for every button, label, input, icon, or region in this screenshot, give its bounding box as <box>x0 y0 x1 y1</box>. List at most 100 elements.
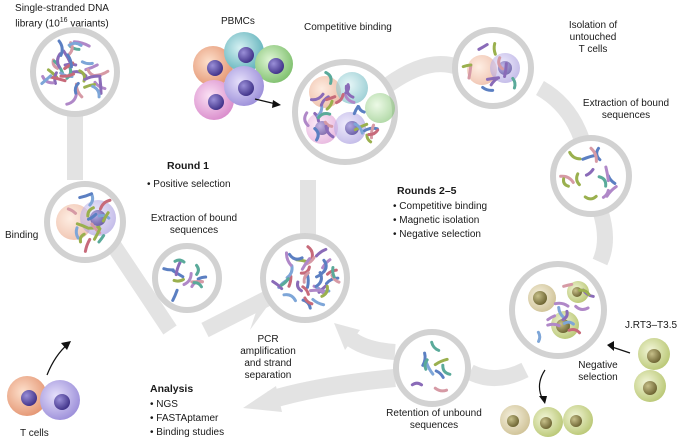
dna-strand <box>369 123 376 140</box>
rounds25-title: Rounds 2–5 <box>397 185 457 197</box>
dna-strand <box>306 245 314 261</box>
dna-strand <box>578 288 591 297</box>
dna-strand <box>430 340 441 352</box>
dna-strand <box>101 211 110 223</box>
retention-label: Retention of unbound sequences <box>386 408 482 431</box>
dna-strand <box>320 284 329 298</box>
isolation-bubble <box>452 27 534 109</box>
dna-strand <box>78 192 94 200</box>
dna-strand <box>343 92 356 104</box>
dna-strand <box>601 188 610 199</box>
dna-strand <box>353 122 364 135</box>
dna-strand <box>86 206 95 218</box>
dna-strand <box>287 252 304 261</box>
dna-strand <box>481 85 495 92</box>
dna-strand <box>433 357 449 367</box>
dna-strand <box>324 124 335 139</box>
rounds25-item: Magnetic isolation <box>393 214 487 228</box>
t-cells <box>7 376 80 420</box>
dna-strand <box>303 111 310 128</box>
dna-strand <box>86 212 98 221</box>
pcr-bubble <box>260 233 350 323</box>
competitive-binding-bubble <box>292 59 398 165</box>
dna-strand <box>423 358 429 371</box>
dna-strand <box>546 322 561 328</box>
dna-strand <box>285 264 294 280</box>
dna-strand <box>574 304 590 311</box>
dna-strand <box>83 237 92 253</box>
dna-strand <box>309 288 325 293</box>
dna-strand <box>309 92 325 102</box>
arrowheads <box>61 100 614 404</box>
dna-strand <box>97 234 106 244</box>
analysis-item: Binding studies <box>150 426 224 440</box>
dna-strand <box>196 275 208 281</box>
dna-strand <box>324 276 340 286</box>
dna-strand <box>331 266 336 279</box>
dna-strand <box>410 381 424 387</box>
dna-strand <box>589 146 598 163</box>
dna-strand <box>562 320 575 326</box>
dna-strand <box>40 74 53 86</box>
round1-item: Positive selection <box>147 178 230 192</box>
track-arrow-to-pcr <box>250 300 272 330</box>
binding-bubble <box>44 181 126 263</box>
dna-strand <box>287 275 293 288</box>
dna-strand <box>195 263 200 276</box>
extraction-right-label: Extraction of bound sequences <box>582 98 670 121</box>
dna-strand <box>546 314 557 322</box>
dna-strand <box>314 247 328 258</box>
dna-strand <box>57 39 64 57</box>
dna-strand <box>503 62 508 79</box>
dna-strand <box>567 327 582 335</box>
dna-strand <box>83 82 97 89</box>
dna-strand <box>324 71 333 85</box>
dna-strand <box>56 52 62 69</box>
dna-strand <box>162 267 175 272</box>
dna-strand <box>344 83 351 95</box>
dna-strand <box>421 351 427 367</box>
dna-strand <box>300 257 311 271</box>
negative-selection-label: Negative selection <box>578 360 618 383</box>
dna-strand <box>497 56 504 71</box>
extraction-left-label: Extraction of bound sequences <box>150 213 238 236</box>
dna-strand <box>441 363 452 376</box>
jrt-cells <box>634 338 670 402</box>
dna-strand <box>335 92 345 105</box>
extraction-left-bubble <box>152 243 222 313</box>
dna-strand <box>66 53 73 69</box>
dna-strand <box>75 222 90 230</box>
competitive-binding-label: Competitive binding <box>304 22 392 33</box>
dna-strand <box>536 330 542 343</box>
dna-strand <box>74 226 80 240</box>
analysis-item: NGS <box>150 398 224 412</box>
dna-strand <box>461 63 473 69</box>
dna-strand <box>303 296 314 306</box>
dna-strand <box>485 76 501 81</box>
library-bubble <box>30 27 120 117</box>
dna-strand <box>302 271 310 284</box>
dna-strand <box>322 258 328 274</box>
dna-strand <box>97 213 111 220</box>
dna-strand <box>78 232 86 244</box>
dna-strand <box>295 280 303 293</box>
dna-strand <box>59 72 76 78</box>
dna-strand <box>301 285 310 296</box>
dna-strand <box>284 251 293 267</box>
analysis-block: Analysis NGS FASTAptamer Binding studies <box>150 383 224 440</box>
dna-strand <box>477 43 489 51</box>
analysis-item: FASTAptamer <box>150 412 224 426</box>
jrt-label: J.RT3–T3.5 <box>625 320 678 331</box>
dna-strand <box>325 95 337 102</box>
dna-strand <box>511 76 517 90</box>
dna-strand <box>325 99 334 111</box>
round1-track <box>67 105 272 338</box>
dna-strand <box>568 150 582 161</box>
dna-strand <box>80 60 94 66</box>
dna-strand <box>182 271 193 287</box>
dna-strand <box>313 127 320 142</box>
dna-strand <box>575 172 581 187</box>
track-arrow-to-analysis <box>243 369 396 412</box>
dna-strand <box>319 95 330 107</box>
